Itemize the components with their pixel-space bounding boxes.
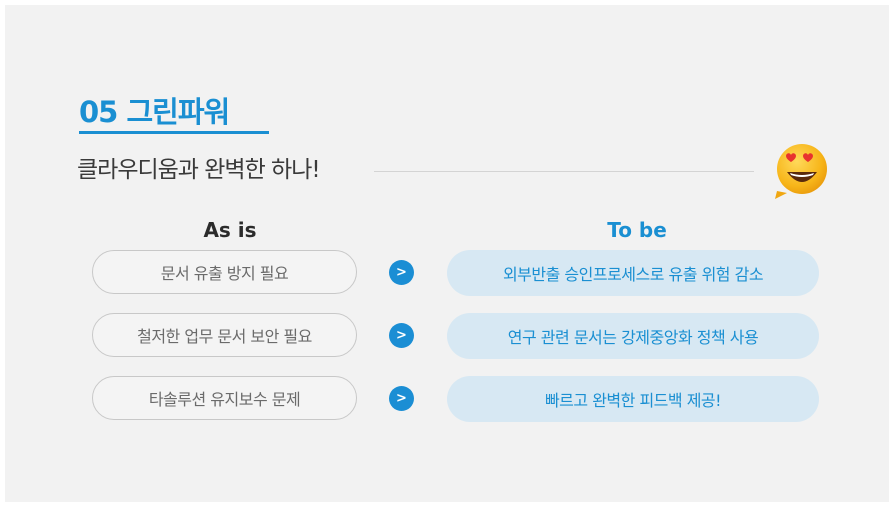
chevron-right-icon: > — [389, 386, 414, 411]
divider-line — [374, 171, 754, 172]
as-is-heading: As is — [203, 218, 257, 242]
to-be-item: 외부반출 승인프로세스로 유출 위험 감소 — [447, 250, 819, 296]
comparison-row: 문서 유출 방지 필요 > 외부반출 승인프로세스로 유출 위험 감소 — [5, 250, 889, 296]
to-be-heading: To be — [607, 218, 667, 242]
comparison-row: 철저한 업무 문서 보안 필요 > 연구 관련 문서는 강제중앙화 정책 사용 — [5, 313, 889, 359]
section-title: 05 그린파워 — [79, 95, 230, 129]
title-underline — [79, 131, 269, 134]
as-is-item: 문서 유출 방지 필요 — [92, 250, 357, 294]
chevron-right-icon: > — [389, 323, 414, 348]
comparison-row: 타솔루션 유지보수 문제 > 빠르고 완벽한 피드백 제공! — [5, 376, 889, 422]
subtitle: 클라우디움과 완벽한 하나! — [77, 157, 321, 183]
slide: 05 그린파워 클라우디움과 완벽한 하나! As is To be 문서 유출… — [5, 5, 889, 502]
to-be-item: 빠르고 완벽한 피드백 제공! — [447, 376, 819, 422]
as-is-item: 철저한 업무 문서 보안 필요 — [92, 313, 357, 357]
to-be-item: 연구 관련 문서는 강제중앙화 정책 사용 — [447, 313, 819, 359]
as-is-item: 타솔루션 유지보수 문제 — [92, 376, 357, 420]
heart-eyes-speech-bubble-icon — [775, 144, 827, 199]
chevron-right-icon: > — [389, 260, 414, 285]
